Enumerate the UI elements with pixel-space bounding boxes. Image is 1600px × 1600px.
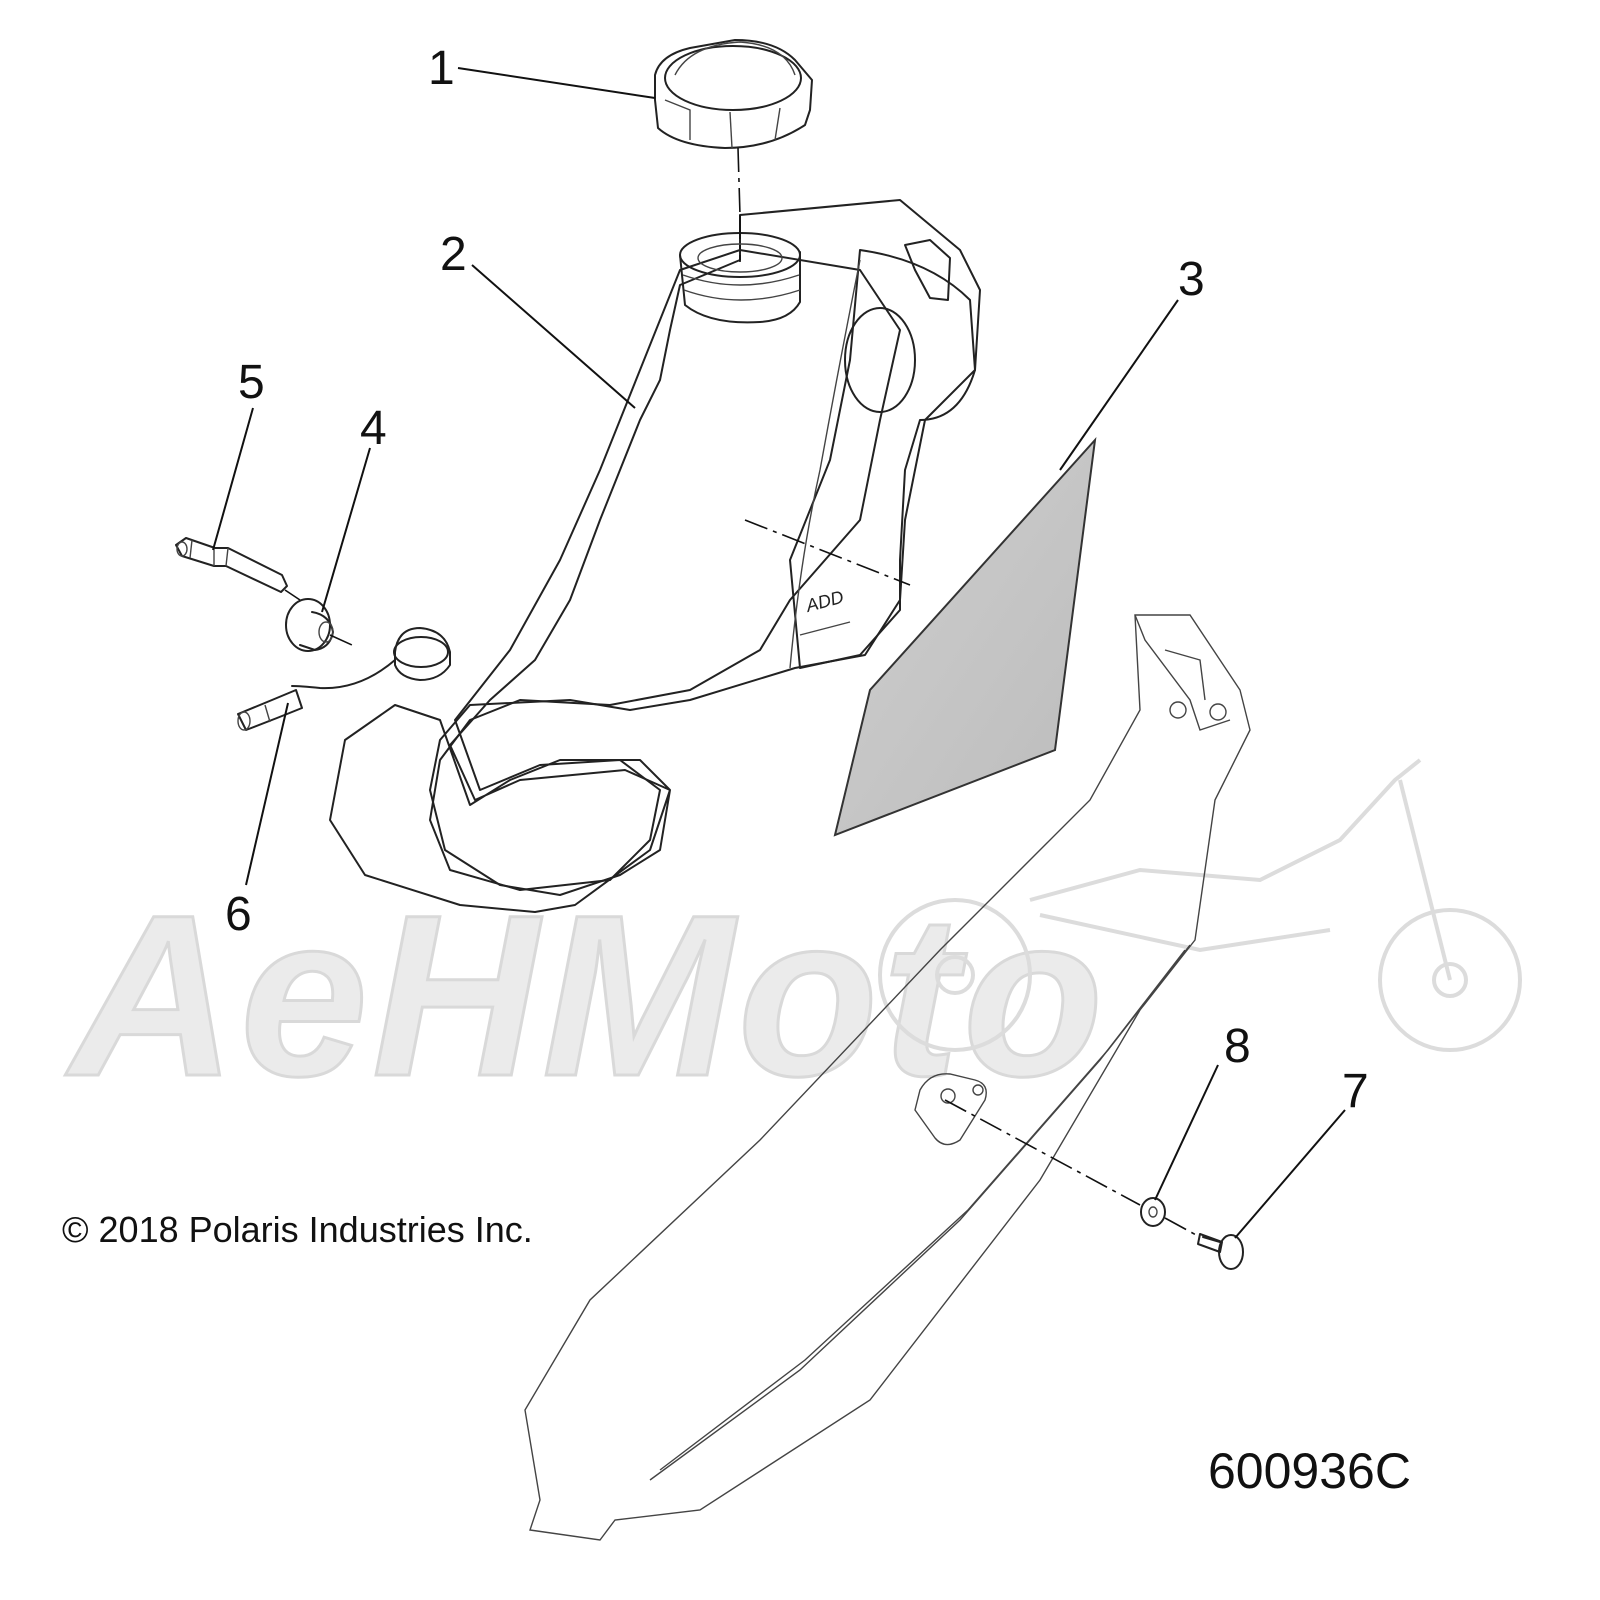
callout-2: 2 bbox=[440, 228, 467, 281]
washer bbox=[1140, 1197, 1166, 1227]
bolt bbox=[1197, 1233, 1244, 1270]
fuel-tank: ADD bbox=[329, 199, 981, 913]
assembly-lines bbox=[284, 147, 1199, 1237]
copyright-text: © 2018 Polaris Industries Inc. bbox=[62, 1209, 533, 1250]
callout-labels: 1 2 3 4 5 6 7 8 bbox=[225, 42, 1369, 1118]
callout-7: 7 bbox=[1342, 1065, 1369, 1118]
fill-level-mark: ADD bbox=[799, 587, 851, 636]
motorcycle-watermark-icon bbox=[878, 758, 1522, 1052]
callout-8: 8 bbox=[1224, 1020, 1251, 1073]
fuel-cap bbox=[654, 39, 813, 149]
side-panel bbox=[524, 614, 1251, 1541]
heat-shield-pad bbox=[833, 436, 1097, 837]
watermark-text: AeHMoto bbox=[65, 867, 1107, 1124]
callout-3: 3 bbox=[1178, 253, 1205, 306]
callout-1: 1 bbox=[428, 42, 455, 95]
diagram-part-number: 600936C bbox=[1208, 1443, 1411, 1499]
grommet bbox=[285, 598, 334, 652]
add-embossing: ADD bbox=[803, 587, 846, 616]
watermark: AeHMoto bbox=[64, 758, 1522, 1126]
callout-5: 5 bbox=[238, 356, 265, 409]
leader-lines bbox=[212, 67, 1346, 1239]
callout-6: 6 bbox=[225, 888, 252, 941]
callout-4: 4 bbox=[360, 402, 387, 455]
vent-fitting bbox=[175, 537, 288, 593]
fuel-level-sensor bbox=[237, 659, 396, 731]
